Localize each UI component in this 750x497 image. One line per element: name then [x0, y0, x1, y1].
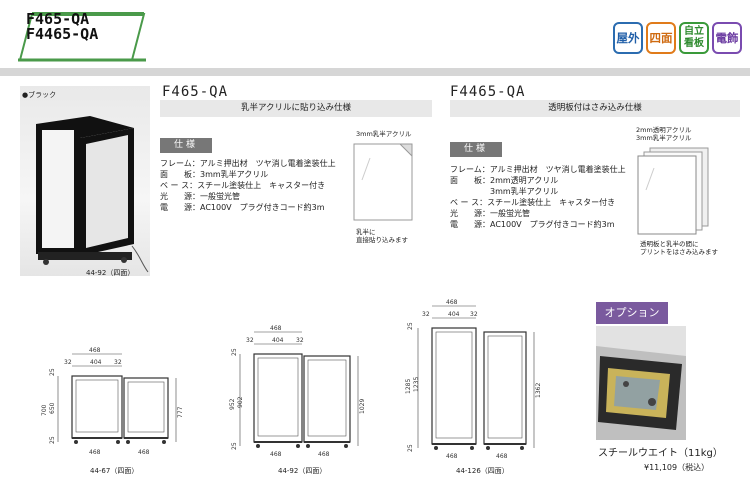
dim-44-126-base-front: 468 [446, 453, 458, 460]
f4465-spec-power: 電 源：AC100V プラグ付きコード約3m [450, 220, 615, 229]
f4465-spec-frame: フレーム：アルミ押出材 ツヤ消し電着塗装仕上 [450, 165, 626, 174]
f465-spec-power: 電 源：AC100V プラグ付きコード約3m [160, 203, 325, 212]
dim-44-92-base-side: 468 [318, 451, 330, 458]
feature-badges: 屋外 四面 自立看板 電飾 [613, 22, 742, 54]
dim-44-67-inner-width: 404 [90, 359, 102, 366]
f4465-spec-light: 光 源：一般蛍光管 [450, 209, 530, 218]
dim-44-126-top-margin: 25 [407, 322, 414, 330]
dim-44-92-width-top: 468 [270, 325, 282, 332]
f4465-spec-panel-2: 3mm乳半アクリル [450, 187, 559, 196]
badge-illuminated: 電飾 [712, 22, 742, 54]
dim-44-67-panel-height: 650 [49, 402, 56, 414]
dim-44-67-width-top: 468 [89, 347, 101, 354]
dim-44-92-panel-height: 902 [237, 396, 244, 408]
option-heading: オプション [596, 302, 668, 324]
dim-44-126-base-side: 468 [496, 453, 508, 460]
f4465-panel-label-2: 3mm乳半アクリル [636, 134, 692, 142]
f4465-spec-panel-1: 面 板：2mm透明アクリル [450, 176, 559, 185]
dim-44-67-total-height: 700 [41, 404, 48, 416]
dim-44-67-right-frame: 32 [114, 359, 122, 366]
f465-spec-tag: 仕様 [160, 138, 212, 153]
dim-44-92-top-margin: 25 [231, 348, 238, 356]
dim-44-92-left-frame: 32 [246, 337, 254, 344]
dim-44-126-left-frame: 32 [422, 311, 430, 318]
color-label: ●ブラック [22, 91, 57, 99]
f4465-spec-list: フレーム：アルミ押出材 ツヤ消し電着塗装仕上 面 板：2mm透明アクリル 3mm… [450, 164, 626, 230]
f4465-panel-note-line-2: プリントをはさみ込みます [640, 248, 718, 256]
dim-44-126-right-frame: 32 [470, 311, 478, 318]
drawing-caption-44-126: 44-126（四面） [456, 467, 509, 475]
dim-44-92-side-height: 1029 [359, 399, 366, 414]
f4465-panel-label-1: 2mm透明アクリル [636, 126, 692, 134]
badge-outdoor: 屋外 [613, 22, 643, 54]
model-names: F465-QA F4465-QA [26, 12, 98, 42]
f465-subtitle: 乳半アクリルに貼り込み仕様 [160, 100, 432, 117]
f465-spec-list: フレーム：アルミ押出材 ツヤ消し電着塗装仕上 面 板：3mm乳半アクリル ベ ー… [160, 158, 336, 213]
dim-44-92-base-front: 468 [270, 451, 282, 458]
dim-44-92-inner-width: 404 [272, 337, 284, 344]
f465-spec-frame: フレーム：アルミ押出材 ツヤ消し電着塗装仕上 [160, 159, 336, 168]
f4465-panel-diagram [637, 147, 709, 235]
drawing-caption-44-92: 44-92（四面） [278, 467, 327, 475]
drawing-44-67: 468 32 404 32 700 650 25 25 468 777 468 [41, 347, 184, 456]
model-name-1: F465-QA [26, 10, 90, 28]
f465-panel-label: 3mm乳半アクリル [356, 130, 412, 138]
f4465-panel-labels: 2mm透明アクリル 3mm乳半アクリル [636, 126, 691, 142]
f465-spec-base: ベ ー ス：スチール塗装仕上 キャスター付き [160, 181, 326, 190]
f4465-spec-tag: 仕様 [450, 142, 502, 157]
badge-freestanding: 自立看板 [679, 22, 709, 54]
drawing-caption-44-67: 44-67（四面） [90, 467, 139, 475]
f465-panel-note-line-1: 乳半に [356, 228, 376, 236]
f4465-subtitle: 透明板付はさみ込み仕様 [450, 100, 740, 117]
dim-44-126-width-top: 468 [446, 299, 458, 306]
f465-title: F465-QA [162, 84, 229, 100]
f465-panel-note: 乳半に 直接貼り込みます [356, 228, 408, 244]
photo-caption: 44-92（四面） [86, 269, 135, 277]
steel-weight-photo [596, 326, 686, 440]
f4465-spec-base: ベ ー ス：スチール塗装仕上 キャスター付き [450, 198, 616, 207]
model-sign-graphic [18, 12, 146, 62]
drawing-44-126: 468 32 404 32 1285 1235 25 25 468 1362 4… [405, 299, 542, 460]
dim-44-92-total-height: 952 [229, 398, 236, 410]
dim-44-67-left-frame: 32 [64, 359, 72, 366]
dim-44-92-bottom-margin: 25 [231, 442, 238, 450]
dim-44-126-bottom-margin: 25 [407, 444, 414, 452]
dim-44-67-side-height: 777 [177, 406, 184, 418]
dim-44-126-total-height: 1285 [405, 379, 412, 394]
option-price: ¥11,109（税込） [644, 463, 710, 472]
badge-four-sided: 四面 [646, 22, 676, 54]
dim-44-67-bottom-margin: 25 [49, 436, 56, 444]
dim-44-92-right-frame: 32 [296, 337, 304, 344]
dim-44-126-side-height: 1362 [535, 383, 542, 398]
dim-44-67-top-margin: 25 [49, 368, 56, 376]
dim-44-67-base-side: 468 [138, 449, 150, 456]
f465-spec-light: 光 源：一般蛍光管 [160, 192, 240, 201]
dim-44-126-panel-height: 1235 [413, 377, 420, 392]
f4465-title: F4465-QA [450, 84, 526, 100]
f465-spec-panel: 面 板：3mm乳半アクリル [160, 170, 269, 179]
f465-panel-note-line-2: 直接貼り込みます [356, 236, 408, 244]
dim-44-126-inner-width: 404 [448, 311, 460, 318]
drawing-44-92: 468 32 404 32 952 902 25 25 468 1029 468 [229, 325, 366, 458]
option-name: スチールウエイト（11kg） [598, 448, 723, 459]
product-photo [20, 86, 150, 276]
model-name-2: F4465-QA [26, 25, 99, 43]
header-divider [0, 68, 750, 76]
dim-44-67-base-front: 468 [89, 449, 101, 456]
f465-panel-diagram [353, 143, 413, 221]
f4465-panel-note-line-1: 透明板と乳半の間に [640, 240, 699, 248]
f4465-panel-note: 透明板と乳半の間に プリントをはさみ込みます [640, 240, 718, 256]
signboard-illustration [36, 116, 149, 273]
